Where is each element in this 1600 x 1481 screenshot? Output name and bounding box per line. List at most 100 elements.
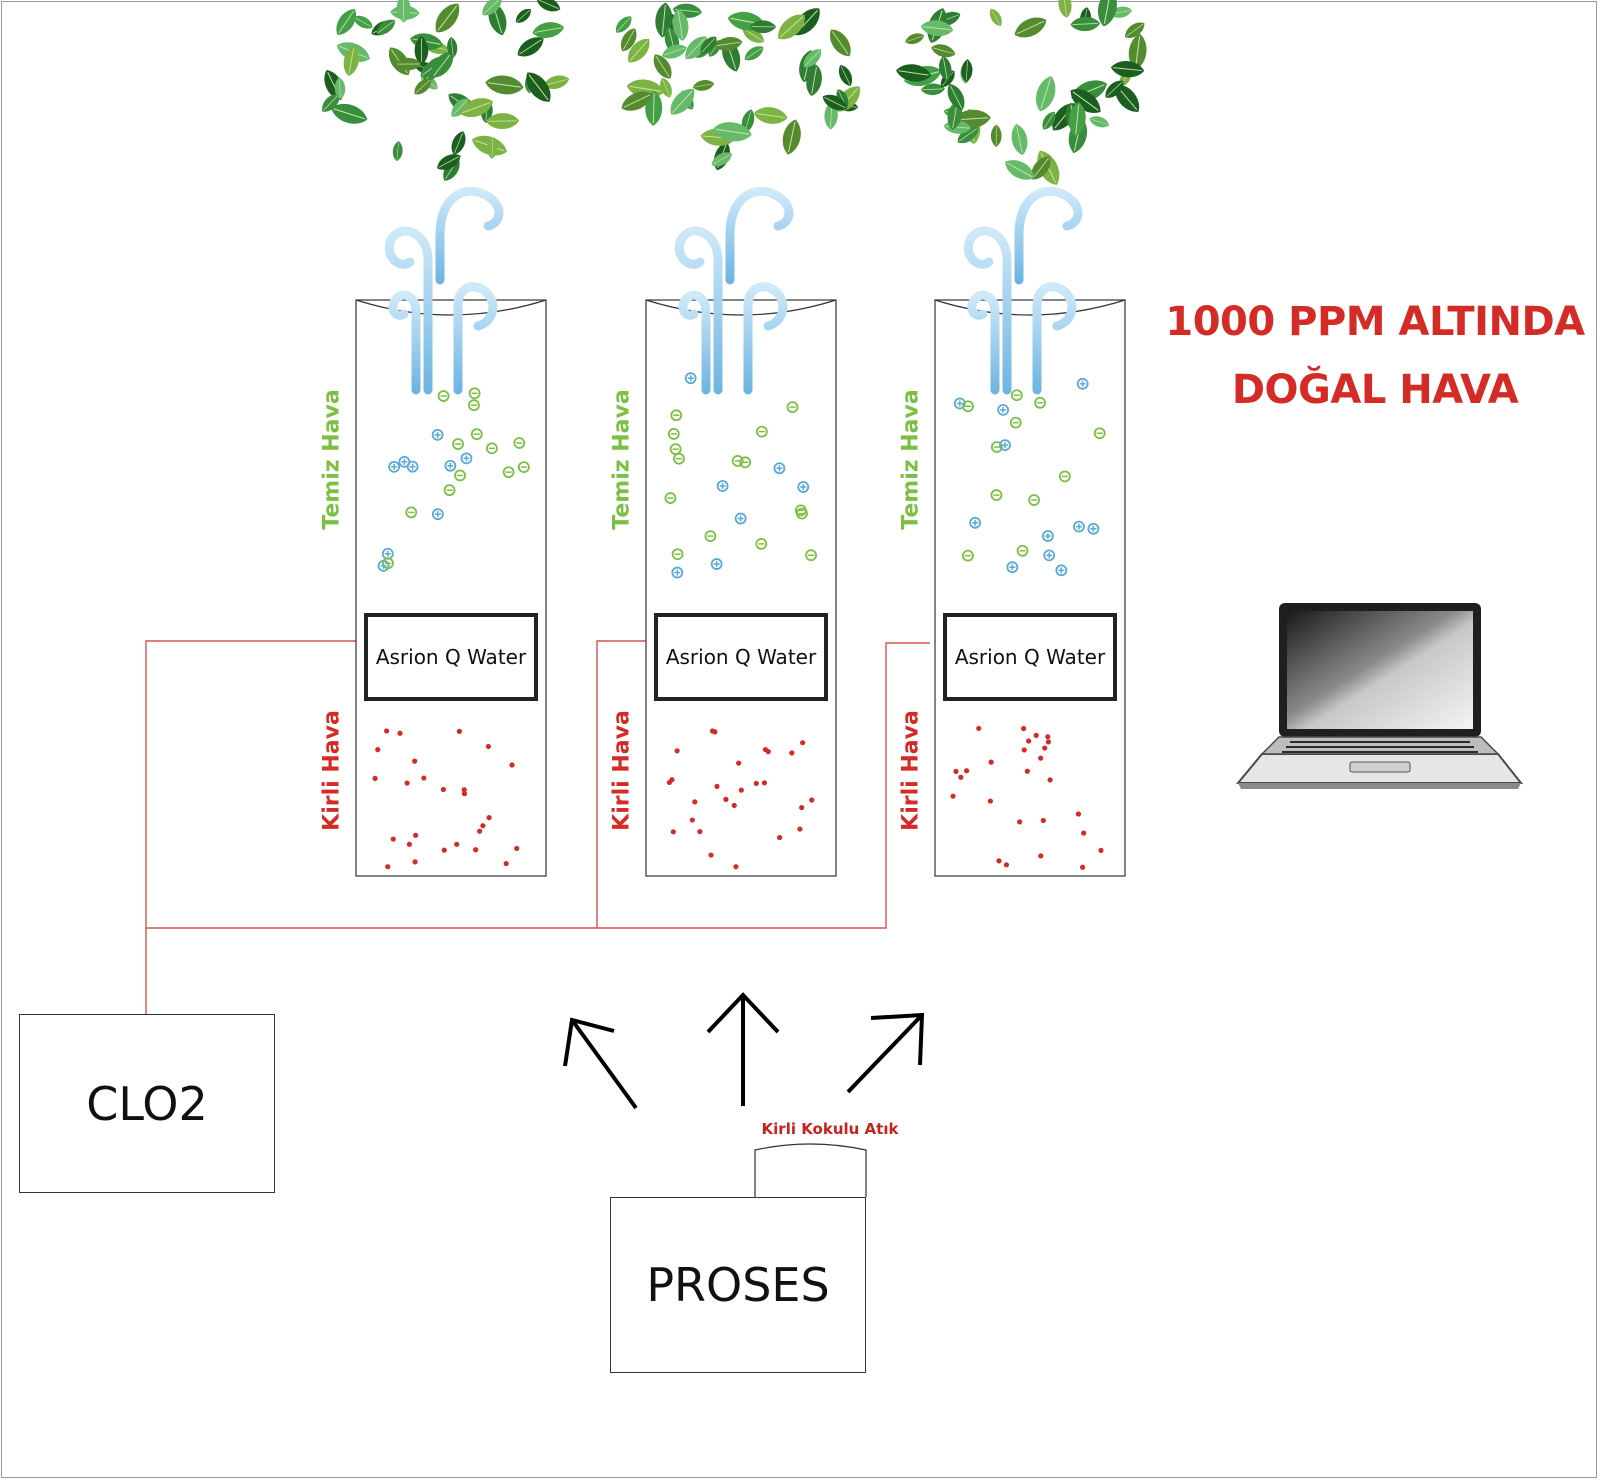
positive-ion-icon xyxy=(953,397,966,410)
leaf xyxy=(486,113,520,130)
negative-ion-icon xyxy=(1058,470,1071,483)
leaf xyxy=(1105,80,1124,98)
leaf xyxy=(692,80,715,91)
positive-ion-icon xyxy=(969,516,982,529)
laptop-icon xyxy=(1235,603,1524,789)
waste-label: Kirli Kokulu Atık xyxy=(761,1120,899,1138)
pollutant-particle xyxy=(1026,738,1032,744)
pollutant-particle xyxy=(809,797,815,803)
positive-ion-icon xyxy=(460,452,473,465)
pollutant-particle xyxy=(375,747,381,753)
pollutant-particle xyxy=(421,775,427,781)
positive-ion-icon xyxy=(1041,530,1054,542)
leaf xyxy=(482,0,502,16)
leaf xyxy=(803,49,822,68)
negative-ion-icon xyxy=(1009,416,1022,429)
negative-ion-icon xyxy=(443,484,456,497)
leaf xyxy=(414,78,432,95)
leaf xyxy=(711,152,732,167)
headline-line-1: 1000 PPM ALTINDA xyxy=(1165,299,1585,345)
tower-top xyxy=(355,299,547,316)
negative-ion-icon xyxy=(671,548,684,561)
air-tower-2 xyxy=(645,186,837,877)
negative-ion-icon xyxy=(437,390,450,402)
pollutant-particle xyxy=(1075,811,1082,817)
pollutant-particle xyxy=(456,728,462,734)
pollutant-particle xyxy=(776,834,783,841)
leaf xyxy=(778,14,805,40)
pollutant-particle xyxy=(736,760,742,766)
negative-ion-icon xyxy=(454,469,466,482)
leaf xyxy=(526,72,551,102)
device-label: Asrion Q Water xyxy=(954,645,1106,669)
negative-ion-icon xyxy=(452,438,464,450)
leaf xyxy=(1031,156,1051,180)
leaf xyxy=(516,8,531,23)
leaf xyxy=(753,107,788,124)
leaf xyxy=(435,3,460,33)
pollutant-particle xyxy=(996,858,1002,864)
negative-ion-icon xyxy=(796,507,808,520)
device-box xyxy=(364,613,538,701)
wire-tower-2 xyxy=(596,640,654,928)
leaf xyxy=(662,44,687,59)
negative-ion-icon xyxy=(486,442,498,455)
pollutant-particle xyxy=(1081,830,1087,836)
positive-ion-icon xyxy=(431,508,444,521)
tower-column xyxy=(934,299,1126,877)
pollutant-particle xyxy=(461,787,467,793)
headline: 1000 PPM ALTINDA DOĞAL HAVA xyxy=(1160,288,1590,424)
process-unit: PROSES xyxy=(610,1197,866,1373)
leaf xyxy=(447,37,458,58)
negative-ion-icon xyxy=(502,466,515,479)
leaf xyxy=(989,8,1002,27)
leaf xyxy=(1011,123,1028,156)
leaf xyxy=(1128,33,1147,70)
pollutant-particle xyxy=(800,740,806,746)
pollutant-particle xyxy=(697,828,703,835)
negative-ion-icon xyxy=(739,456,752,469)
positive-ion-icon xyxy=(1073,520,1085,533)
pollutant-particle xyxy=(1040,817,1046,824)
arrow-up-icon xyxy=(563,1017,638,1110)
leaf xyxy=(543,75,570,89)
wire-tower-1 xyxy=(145,640,930,929)
negative-ion-icon xyxy=(517,461,530,474)
positive-ion-icon xyxy=(1006,561,1019,574)
headline-line-2: DOĞAL HAVA xyxy=(1231,367,1519,413)
leaf xyxy=(1058,0,1072,18)
positive-ion-icon xyxy=(1055,564,1068,577)
positive-ion-icon xyxy=(671,566,684,579)
negative-ion-icon xyxy=(755,538,768,550)
pollutant-particle xyxy=(953,768,959,774)
device-box xyxy=(943,613,1117,701)
leaf xyxy=(1036,76,1056,112)
leaf xyxy=(672,8,689,41)
pollutant-particle xyxy=(390,836,396,842)
pollutant-particle xyxy=(503,860,509,867)
tower-column xyxy=(645,299,837,877)
negative-ion-icon xyxy=(1010,389,1023,402)
positive-ion-icon xyxy=(999,439,1011,452)
pollutant-particle xyxy=(987,798,993,804)
leaf-cluster-icon xyxy=(615,2,860,171)
pollutant-particle xyxy=(461,791,468,797)
leaf xyxy=(1110,61,1145,78)
negative-ion-icon xyxy=(1034,396,1046,409)
wiring xyxy=(145,640,930,1014)
pollutant-particle xyxy=(480,823,486,829)
positive-ion-icon xyxy=(997,403,1010,416)
pollutant-particle xyxy=(514,845,520,852)
positive-ion-icon xyxy=(1076,377,1089,390)
positive-ion-icon xyxy=(773,462,786,475)
process-label: PROSES xyxy=(646,1258,830,1312)
leaf xyxy=(660,77,672,98)
negative-ion-icon xyxy=(962,400,974,413)
leaf xyxy=(713,122,752,142)
pollutant-particle xyxy=(712,729,718,735)
leaf xyxy=(782,119,801,155)
negative-ion-icon xyxy=(673,452,685,465)
leaf xyxy=(990,124,1002,147)
